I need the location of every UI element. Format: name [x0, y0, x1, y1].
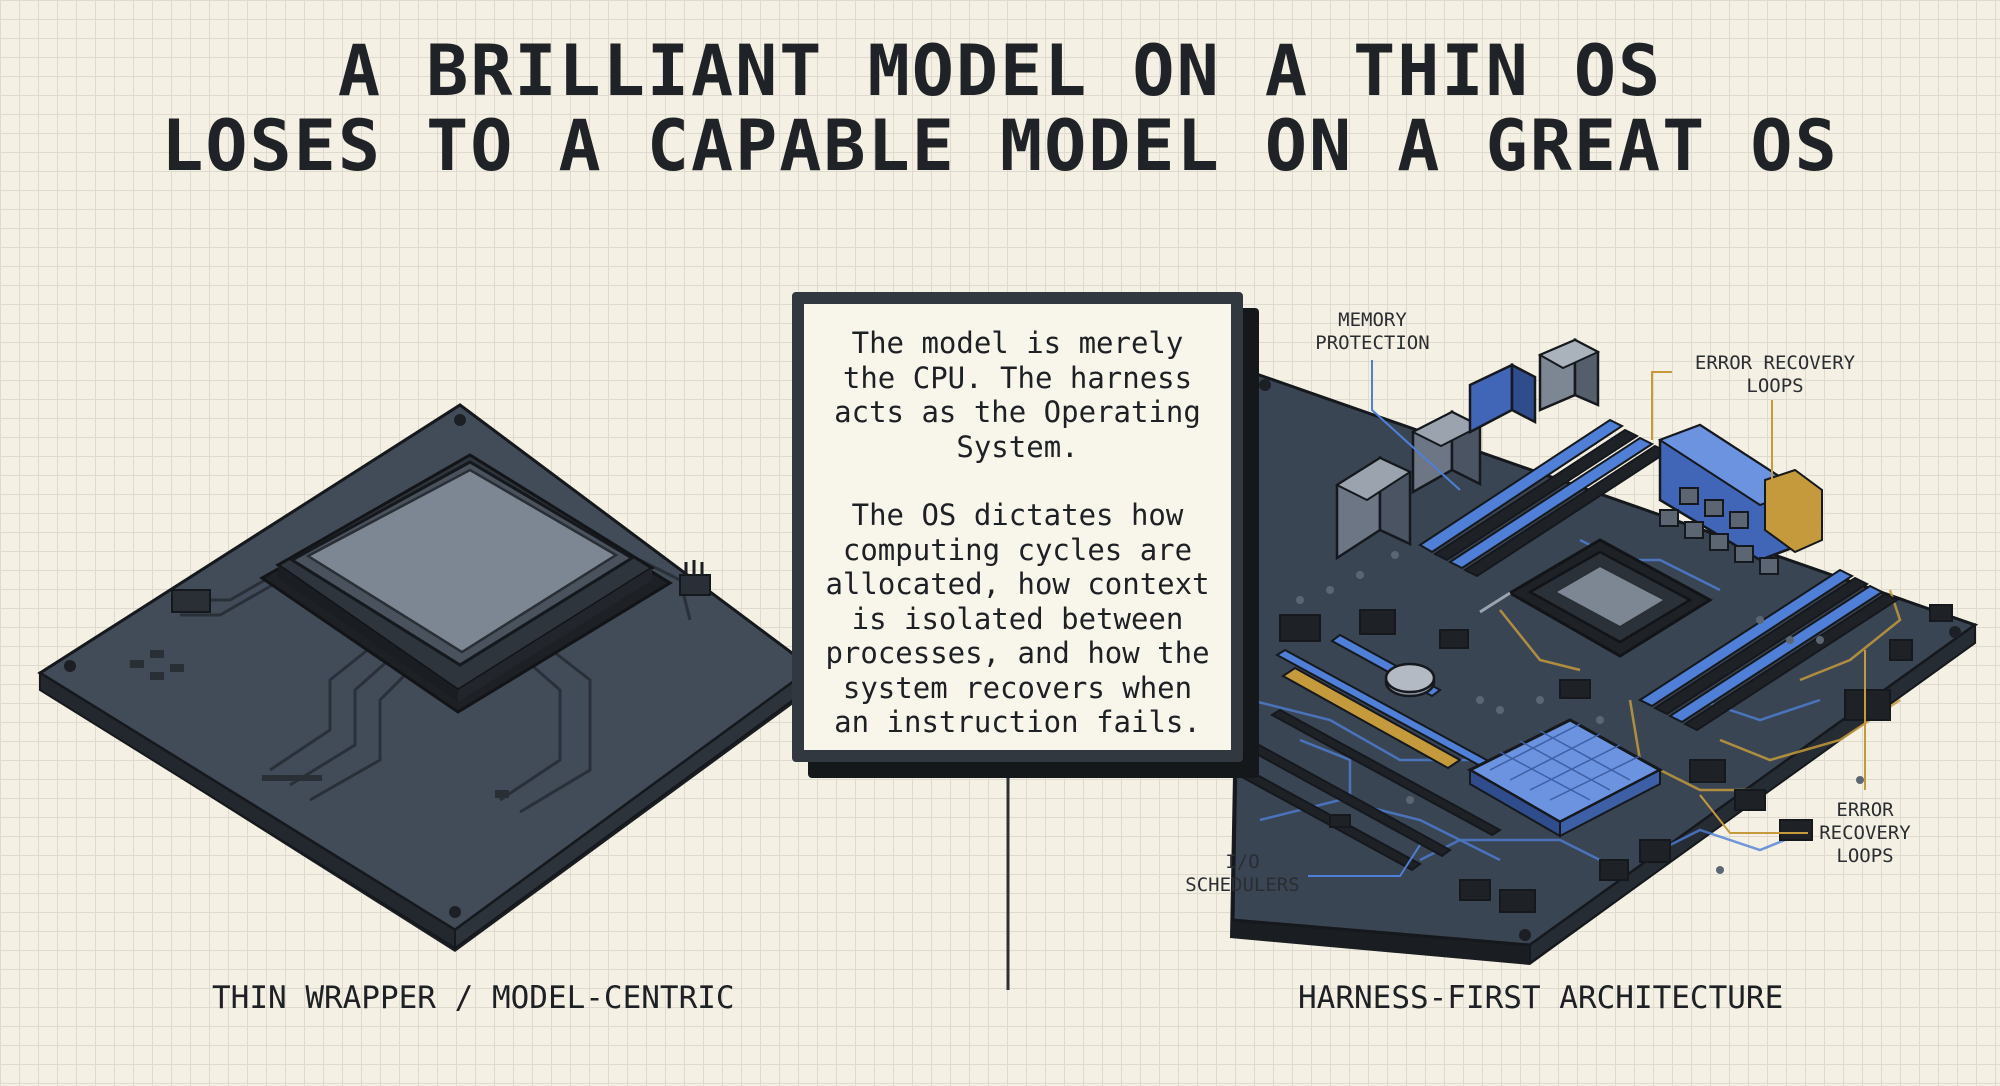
pin-header [679, 560, 711, 596]
cmos-battery [1384, 662, 1436, 698]
io-schedulers-label: I/O SCHEDULERS [1185, 851, 1300, 896]
power-heatsink [1657, 423, 1823, 562]
memory-slots-left [1418, 418, 1670, 578]
rear-io-ports [1334, 337, 1601, 561]
error-recovery-bottom-label: ERROR RECOVERY LOOPS [1819, 799, 1911, 867]
memory-protection-label: MEMORY PROTECTION [1315, 309, 1430, 354]
chipset-heatsink [1466, 718, 1664, 838]
io-schedulers-leader [1308, 844, 1421, 877]
right-caption: HARNESS-FIRST ARCHITECTURE [1298, 980, 1784, 1016]
page-title: A BRILLIANT MODEL ON A THIN OS LOSES TO … [0, 34, 2000, 184]
card-paragraph-1: The model is merely the CPU. The harness… [834, 326, 1201, 464]
explanation-card: The model is merely the CPU. The harness… [792, 292, 1243, 762]
callout-lines [1308, 360, 1866, 877]
title-line-1: A BRILLIANT MODEL ON A THIN OS [337, 30, 1663, 112]
card-paragraph-2: The OS dictates how computing cycles are… [825, 498, 1210, 739]
error-recovery-bottom-leader [1699, 794, 1808, 834]
memory-protection-leader [1371, 360, 1461, 491]
title-line-2: LOSES TO A CAPABLE MODEL ON A GREAT OS [161, 105, 1839, 187]
harness-motherboard [1230, 337, 1979, 965]
thin-wrapper-board [37, 403, 815, 952]
cpu-chip [259, 453, 673, 714]
error-recovery-top-label: ERROR RECOVERY LOOPS [1694, 352, 1856, 397]
memory-slots-right [1637, 568, 1900, 732]
error-recovery-top-leader [1651, 371, 1672, 440]
left-caption: THIN WRAPPER / MODEL-CENTRIC [212, 980, 735, 1016]
cpu-socket [1479, 538, 1713, 658]
